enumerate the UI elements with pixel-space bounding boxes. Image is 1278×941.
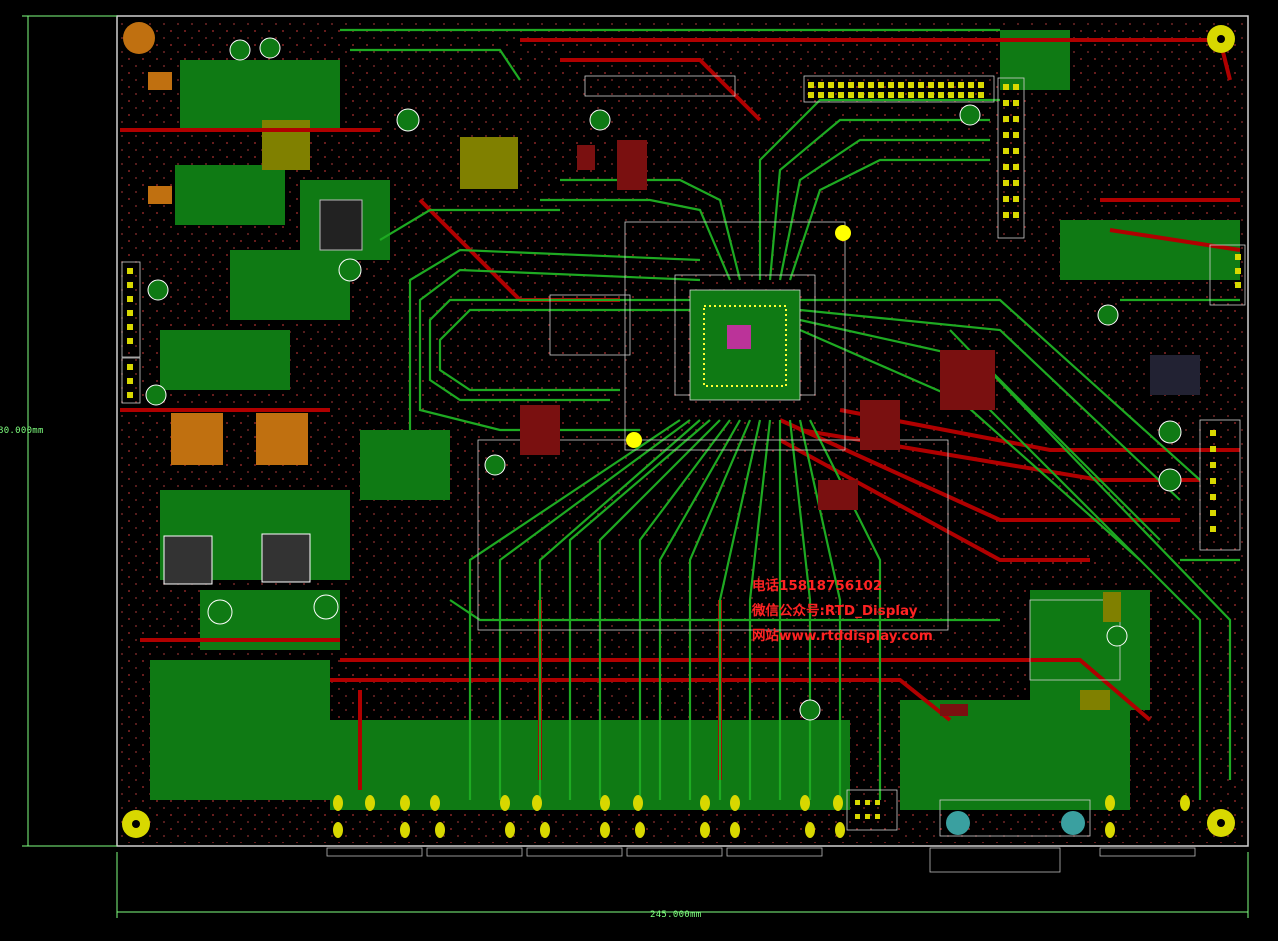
watermark-phone: 电话15818756102 <box>752 578 883 594</box>
power-components <box>163 120 518 585</box>
component-courtyards <box>121 75 1246 837</box>
width-dimension-label: 245.000mm <box>650 910 702 920</box>
small-components <box>145 37 1200 721</box>
watermark-website: 网站www.rtddisplay.com <box>752 628 933 644</box>
connector-headers <box>127 82 1241 819</box>
edge-pads <box>333 795 1190 838</box>
bottom-connectors <box>326 847 1196 873</box>
dimension-lines <box>22 15 1249 918</box>
top-layer-traces <box>340 28 1240 800</box>
copper-pours <box>150 30 1240 810</box>
main-soc <box>689 289 801 401</box>
watermark-wechat: 微信公众号:RTD_Display <box>752 603 918 619</box>
mounting-holes <box>122 22 1235 838</box>
height-dimension-label: 80.000mm <box>0 426 44 436</box>
